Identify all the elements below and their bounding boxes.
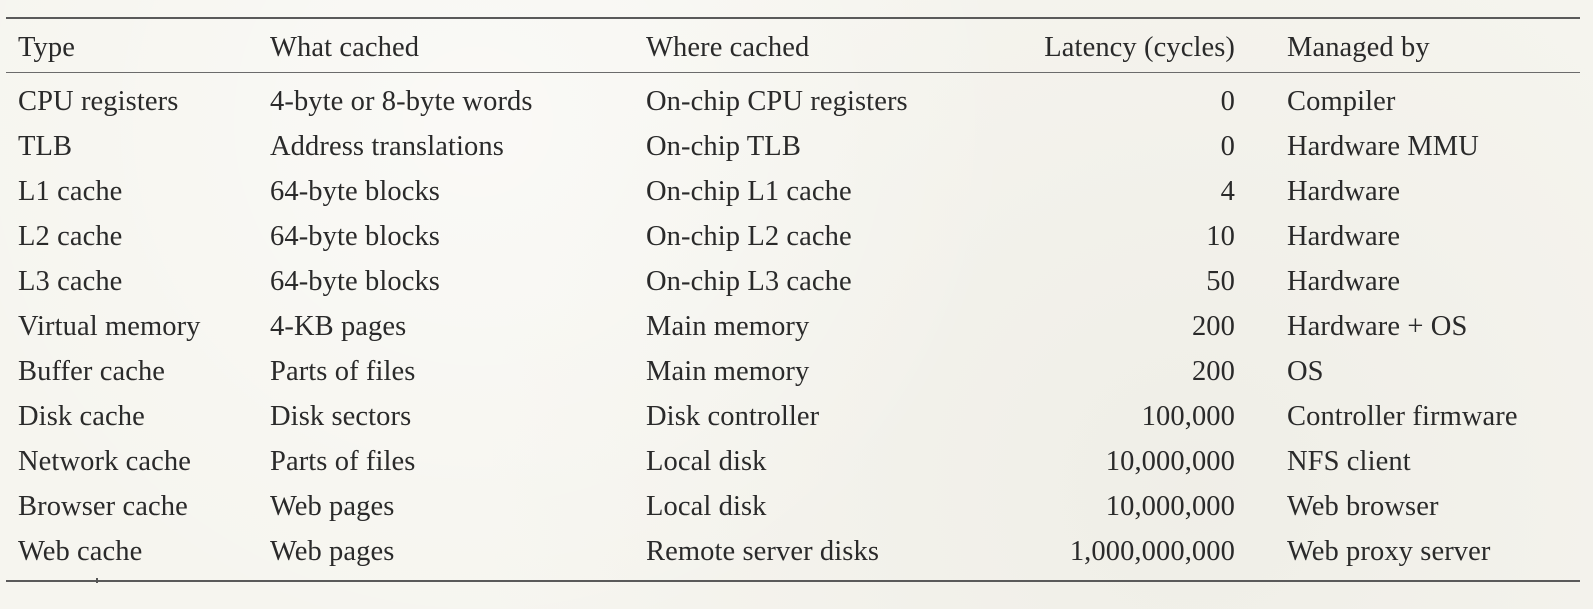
cell-what-cached: Disk sectors [270, 401, 412, 432]
cell-latency: 50 [1206, 266, 1235, 297]
header-where-cached: Where cached [624, 24, 987, 73]
cell-type: L2 cache [18, 221, 123, 252]
cell-where-cached: Main memory [646, 311, 810, 342]
table-row: TLB Address translations On-chip TLB 0 H… [6, 124, 1580, 169]
cell-where-cached: On-chip TLB [646, 131, 801, 162]
cell-what-cached: 64-byte blocks [270, 221, 440, 252]
header-type: Type [6, 24, 270, 73]
cell-what-cached: Address translations [270, 131, 504, 162]
table-row: Web cache Web pages Remote server disks … [6, 529, 1580, 574]
cell-managed-by: OS [1287, 356, 1324, 387]
table-row: L2 cache 64-byte blocks On-chip L2 cache… [6, 214, 1580, 259]
cell-what-cached: Parts of files [270, 446, 416, 477]
cell-type: Disk cache [18, 401, 145, 432]
cell-what-cached: Web pages [270, 536, 395, 567]
cell-managed-by: Hardware [1287, 266, 1401, 297]
cell-latency: 0 [1220, 86, 1235, 117]
cell-where-cached: Main memory [646, 356, 810, 387]
header-what-cached: What cached [270, 24, 624, 73]
table-row: Browser cache Web pages Local disk 10,00… [6, 484, 1580, 529]
cell-what-cached: Web pages [270, 491, 395, 522]
cache-table: Type What cached Where cached Latency (c… [6, 24, 1580, 574]
cell-latency: 0 [1220, 131, 1235, 162]
table-row: L3 cache 64-byte blocks On-chip L3 cache… [6, 259, 1580, 304]
cell-managed-by: Hardware MMU [1287, 131, 1479, 162]
table-row: Disk cache Disk sectors Disk controller … [6, 394, 1580, 439]
cell-what-cached: 64-byte blocks [270, 176, 440, 207]
cell-latency: 10,000,000 [1105, 446, 1235, 477]
cell-type: Web cache [18, 536, 143, 567]
cell-type: CPU registers [18, 86, 179, 117]
cell-type: L1 cache [18, 176, 123, 207]
table-header: Type What cached Where cached Latency (c… [6, 24, 1580, 73]
cell-managed-by: NFS client [1287, 446, 1411, 477]
scan-speck [96, 578, 98, 583]
header-row: Type What cached Where cached Latency (c… [6, 24, 1580, 73]
cell-type: Browser cache [18, 491, 188, 522]
cell-what-cached: 4-byte or 8-byte words [270, 86, 533, 117]
header-managed-by: Managed by [1245, 24, 1580, 73]
header-latency: Latency (cycles) [987, 24, 1245, 73]
cell-managed-by: Hardware [1287, 221, 1401, 252]
cell-latency: 4 [1220, 176, 1235, 207]
table-top-rule [6, 17, 1580, 19]
table-row: Buffer cache Parts of files Main memory … [6, 349, 1580, 394]
cell-what-cached: 4-KB pages [270, 311, 407, 342]
cell-latency: 200 [1191, 356, 1235, 387]
table-row: L1 cache 64-byte blocks On-chip L1 cache… [6, 169, 1580, 214]
cell-latency: 100,000 [1141, 401, 1235, 432]
cell-what-cached: Parts of files [270, 356, 416, 387]
cell-where-cached: On-chip L3 cache [646, 266, 852, 297]
table-row: CPU registers 4-byte or 8-byte words On-… [6, 73, 1580, 125]
cell-type: L3 cache [18, 266, 123, 297]
cell-where-cached: On-chip L1 cache [646, 176, 852, 207]
cell-managed-by: Hardware + OS [1287, 311, 1468, 342]
cell-type: Network cache [18, 446, 191, 477]
cell-type: Buffer cache [18, 356, 166, 387]
table-row: Virtual memory 4-KB pages Main memory 20… [6, 304, 1580, 349]
cell-managed-by: Compiler [1287, 86, 1396, 117]
cell-latency: 200 [1191, 311, 1235, 342]
cell-managed-by: Web browser [1287, 491, 1439, 522]
cell-where-cached: Local disk [646, 446, 767, 477]
cell-where-cached: On-chip CPU registers [646, 86, 908, 117]
cell-latency: 10 [1206, 221, 1235, 252]
cell-latency: 10,000,000 [1105, 491, 1235, 522]
cell-what-cached: 64-byte blocks [270, 266, 440, 297]
cell-where-cached: On-chip L2 cache [646, 221, 852, 252]
table-bottom-rule [6, 580, 1580, 582]
cell-managed-by: Web proxy server [1287, 536, 1491, 567]
cell-type: TLB [18, 131, 73, 162]
table-row: Network cache Parts of files Local disk … [6, 439, 1580, 484]
cell-where-cached: Disk controller [646, 401, 820, 432]
cell-managed-by: Hardware [1287, 176, 1401, 207]
table-body: CPU registers 4-byte or 8-byte words On-… [6, 73, 1580, 575]
cell-where-cached: Remote server disks [646, 536, 880, 567]
cell-where-cached: Local disk [646, 491, 767, 522]
cell-latency: 1,000,000,000 [1069, 536, 1235, 567]
cell-managed-by: Controller firmware [1287, 401, 1518, 432]
cell-type: Virtual memory [18, 311, 201, 342]
